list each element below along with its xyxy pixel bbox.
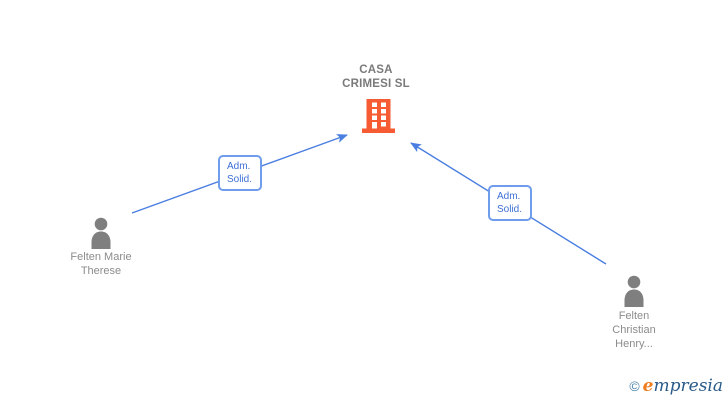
- empresia-logo[interactable]: © empresia: [629, 377, 723, 395]
- company-name[interactable]: CASA CRIMESI SL: [342, 64, 410, 90]
- company-building-icon[interactable]: [362, 99, 395, 133]
- person-name-felten-marie-therese[interactable]: Felten Marie Therese: [70, 251, 132, 277]
- person-name-felten-christian-henry[interactable]: Felten Christian Henry...: [612, 310, 656, 350]
- relationship-label: Adm. Solid.: [218, 155, 262, 191]
- person-icon[interactable]: [620, 275, 648, 307]
- brand-rest: mpresia: [653, 376, 724, 396]
- person-icon[interactable]: [87, 217, 115, 249]
- relationship-label: Adm. Solid.: [488, 185, 532, 221]
- copyright-icon: ©: [629, 378, 640, 394]
- brand-name: empresia: [643, 377, 723, 395]
- brand-initial: e: [642, 376, 654, 396]
